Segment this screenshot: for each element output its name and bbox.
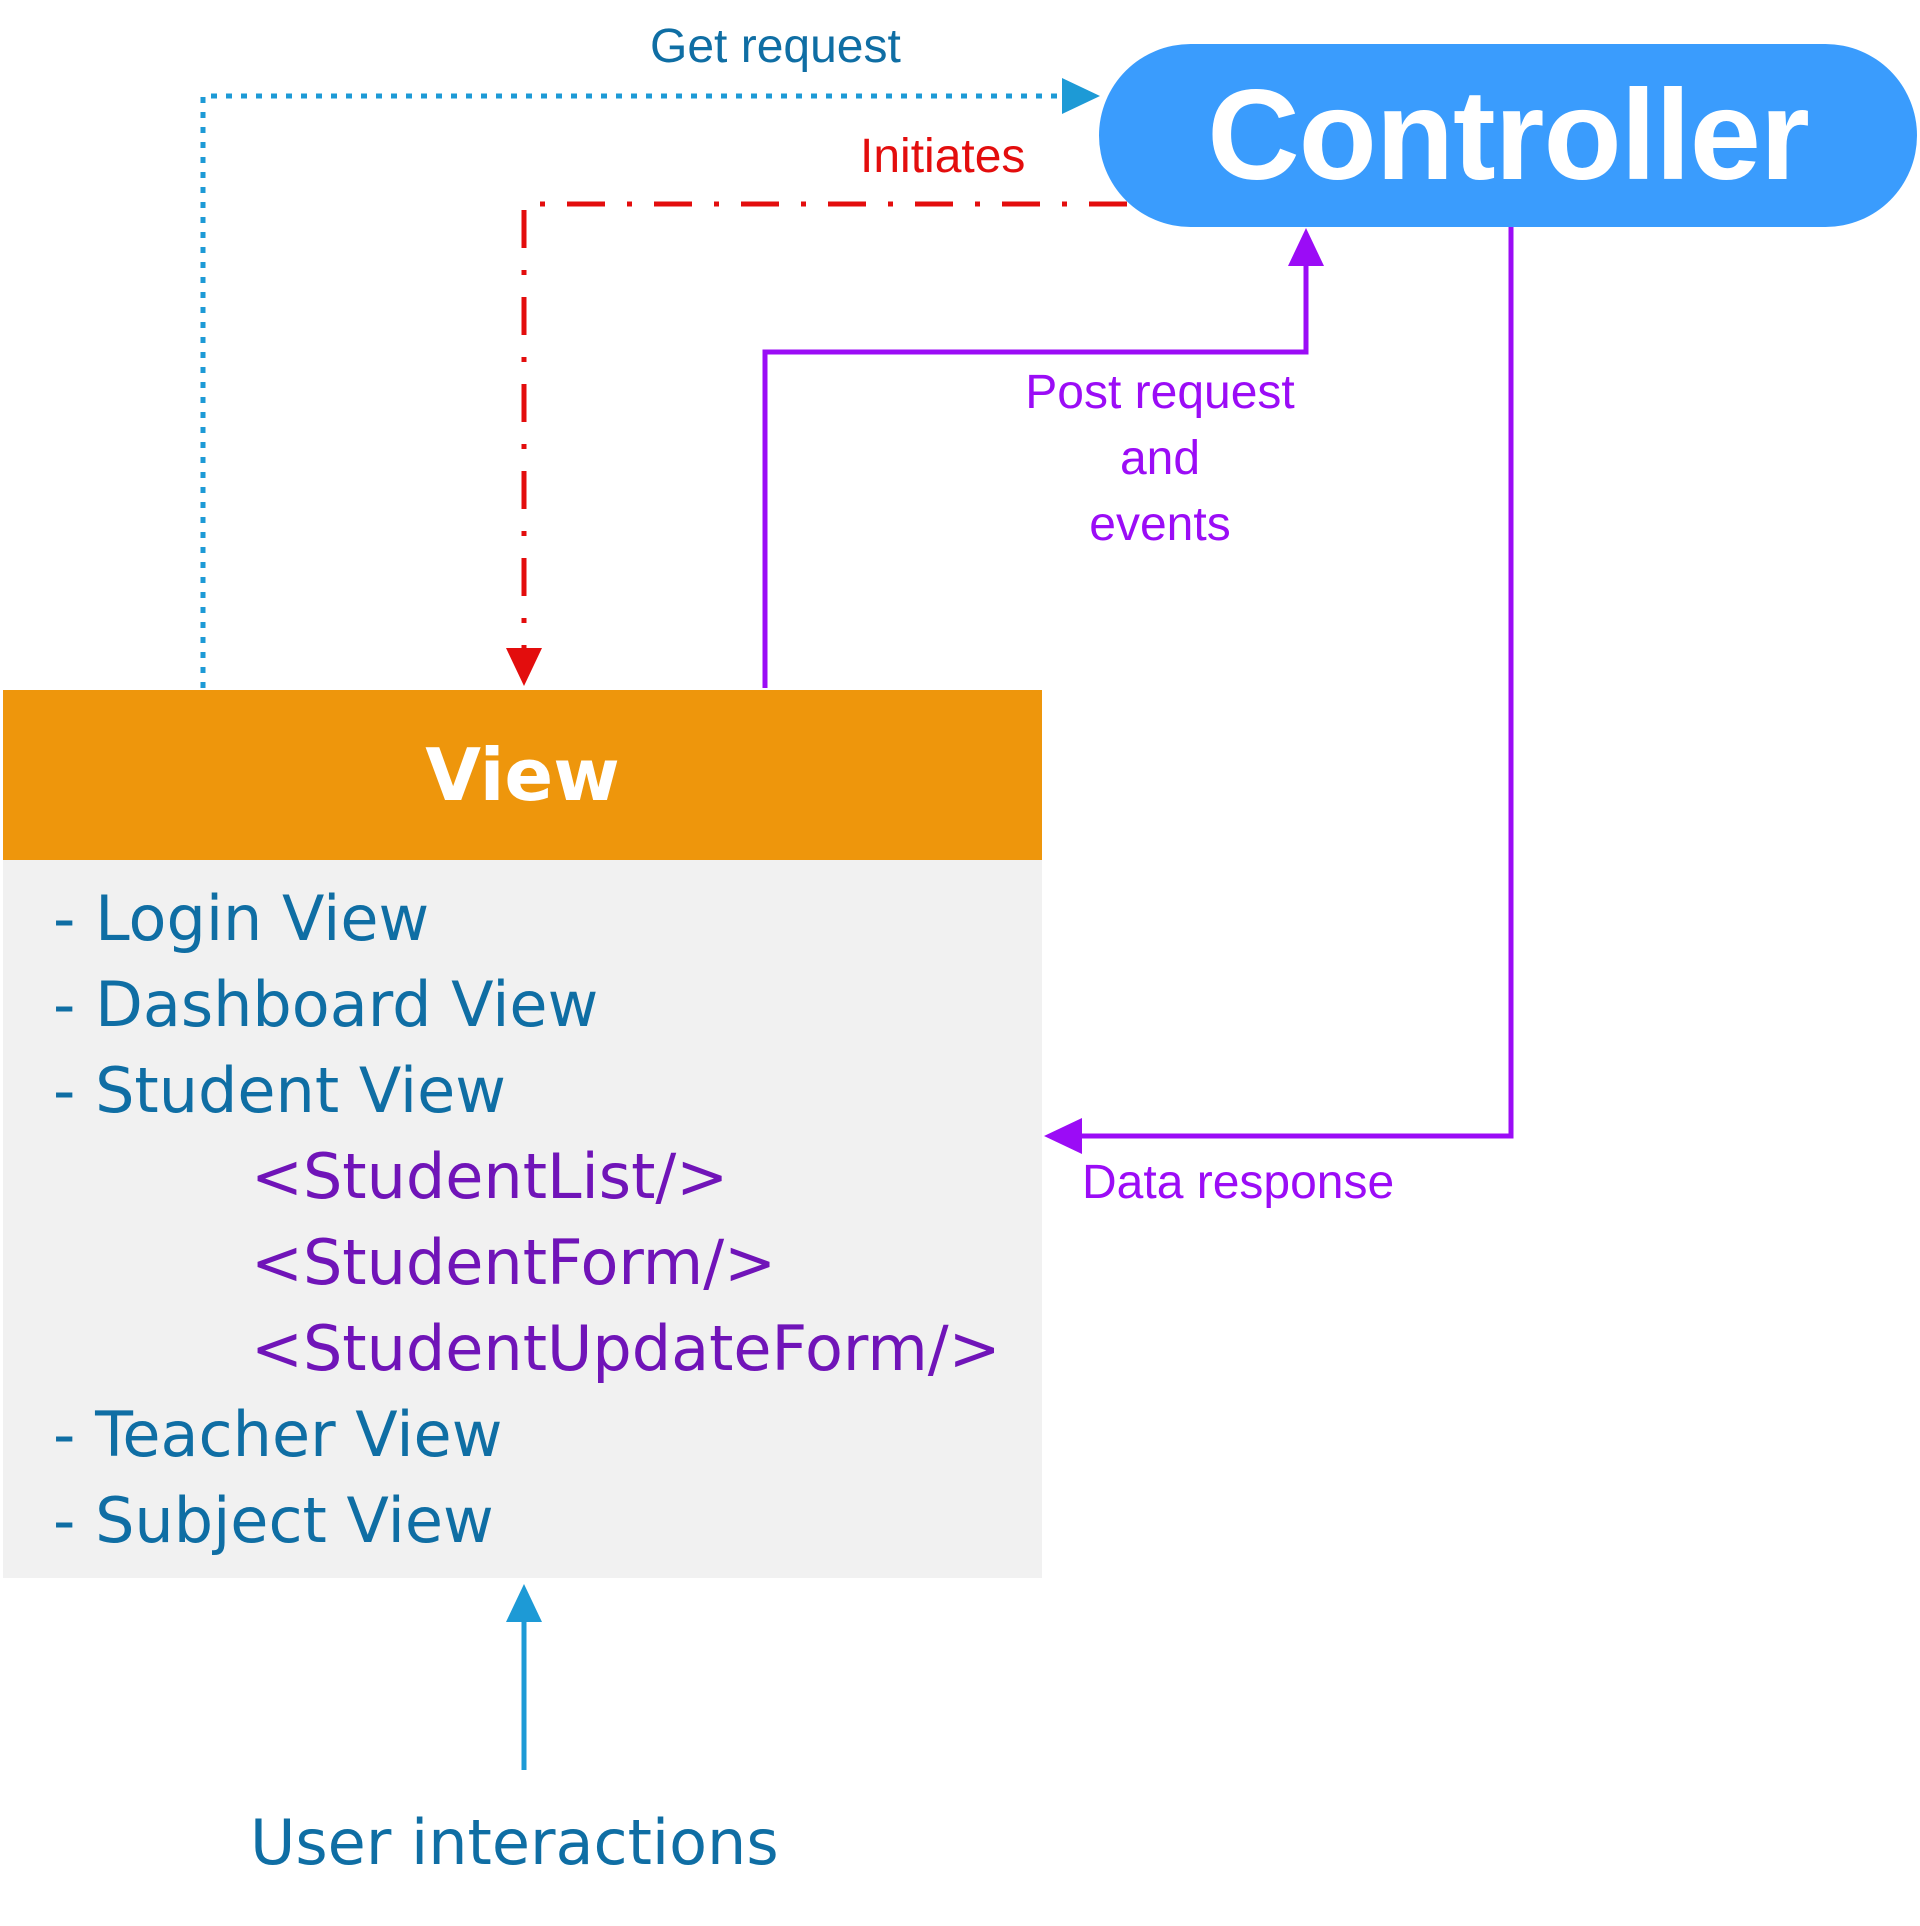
- data-response-arrowhead: [1044, 1118, 1082, 1154]
- user-interactions-edge: [506, 1584, 542, 1770]
- view-item-list: - Login View - Dashboard View - Student …: [53, 876, 1001, 1564]
- view-header: View: [3, 690, 1042, 860]
- initiates-edge: [506, 201, 1127, 686]
- data-response-label: Data response: [1082, 1156, 1395, 1209]
- view-title: View: [425, 733, 620, 817]
- view-item-student-list: <StudentList/>: [251, 1140, 729, 1213]
- view-item-dashboard: - Dashboard View: [53, 968, 599, 1041]
- view-item-teacher: - Teacher View: [53, 1398, 503, 1471]
- view-item-subject: - Subject View: [53, 1484, 494, 1557]
- user-interactions-arrowhead: [506, 1584, 542, 1622]
- controller-node: Controller: [1099, 44, 1917, 227]
- view-node: View - Login View - Dashboard View - Stu…: [3, 690, 1042, 1578]
- view-item-student-form: <StudentForm/>: [251, 1226, 777, 1299]
- post-request-label: Post request and events: [1025, 366, 1295, 551]
- view-item-student-update-form: <StudentUpdateForm/>: [251, 1312, 1001, 1385]
- data-response-edge: [1044, 227, 1514, 1154]
- initiates-arrowhead: [506, 648, 542, 686]
- user-interactions-label: User interactions: [250, 1806, 779, 1879]
- post-request-edge: [762, 228, 1324, 688]
- post-request-arrowhead: [1288, 228, 1324, 266]
- view-item-student: - Student View: [53, 1054, 506, 1127]
- initiates-label: Initiates: [860, 130, 1026, 183]
- get-request-edge: [200, 78, 1100, 688]
- get-request-arrowhead: [1062, 78, 1100, 114]
- controller-title: Controller: [1207, 64, 1810, 207]
- view-item-login: - Login View: [53, 882, 430, 955]
- get-request-label: Get request: [650, 20, 901, 73]
